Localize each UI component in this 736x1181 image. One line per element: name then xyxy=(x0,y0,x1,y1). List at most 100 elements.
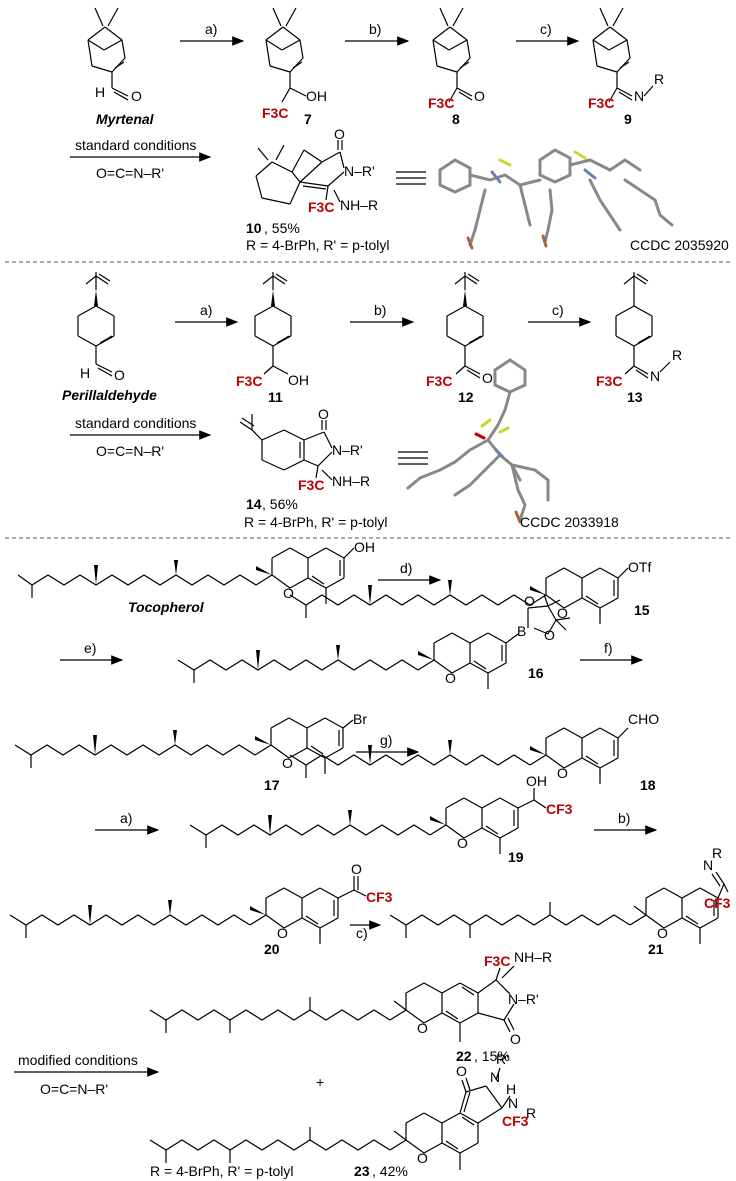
cf3-label-19: CF3 xyxy=(546,801,573,817)
o-label-8: O xyxy=(474,88,485,104)
o-label-21: O xyxy=(657,925,668,941)
boron-label: B xyxy=(517,623,526,639)
oh-label-19: OH xyxy=(526,773,547,789)
compound-23-label: 23 xyxy=(354,1163,370,1179)
tocopherol-label: Tocopherol xyxy=(128,599,205,615)
o-label-17: O xyxy=(282,755,293,771)
reagent-a-2: a) xyxy=(200,302,212,318)
r-definition-2: R = 4-BrPh, R' = p-tolyl xyxy=(244,514,388,530)
compound-16-label: 16 xyxy=(528,665,544,681)
o-label-18: O xyxy=(557,765,568,781)
compound-19-label: 19 xyxy=(508,849,524,865)
reagent-c-1: c) xyxy=(540,21,552,37)
tocopherol-structure xyxy=(17,547,355,604)
compound-8-label: 8 xyxy=(452,111,460,127)
reagent-f: f) xyxy=(604,640,613,656)
cf3-label-8: F3C xyxy=(428,95,454,111)
compound-14-structure xyxy=(239,414,333,481)
compound-21-structure xyxy=(389,871,729,944)
compound-18-label: 18 xyxy=(640,777,656,793)
o-label-16: O xyxy=(445,670,456,686)
n-label-23: N xyxy=(490,1069,500,1085)
r-definition-1: R = 4-BrPh, R' = p-tolyl xyxy=(246,237,390,253)
compound-20-structure xyxy=(9,876,367,944)
compound-21-label: 21 xyxy=(648,941,664,957)
reagent-b-3: b) xyxy=(618,810,630,826)
compound-10-label: 10 xyxy=(246,220,262,236)
cf3-label-13: F3C xyxy=(596,373,622,389)
nr-label-14: N–R' xyxy=(332,442,363,458)
compound-15-label: 15 xyxy=(634,602,650,618)
standard-conditions-1: standard conditions xyxy=(75,137,196,153)
reagent-d: d) xyxy=(400,560,412,576)
compound-23-structure xyxy=(149,1067,511,1170)
ccdc-1: CCDC 2035920 xyxy=(630,237,729,253)
cf3-label-12: F3C xyxy=(426,373,452,389)
compound-8-structure xyxy=(432,7,473,103)
cf3-label-21: CF3 xyxy=(704,895,731,911)
compound-12-structure xyxy=(446,272,484,379)
o-label-16a: O xyxy=(524,593,535,609)
reagent-c-3: c) xyxy=(356,925,368,941)
cf3-label-23: CF3 xyxy=(502,1113,529,1129)
xray-structure-1 xyxy=(438,148,674,250)
isocyanate-3: O=C=N–R' xyxy=(40,1081,108,1097)
compound-9-structure xyxy=(592,7,654,103)
compound-7-label: 7 xyxy=(304,111,312,127)
yield-23: , 42% xyxy=(372,1163,408,1179)
o-label-15: O xyxy=(557,605,568,621)
cf3-label-11: F3C xyxy=(236,373,262,389)
br-label: Br xyxy=(353,711,367,727)
compound-19-structure xyxy=(189,788,547,854)
otf-label: OTf xyxy=(628,559,651,575)
o-label-20: O xyxy=(351,861,362,877)
equivalence-symbol-2 xyxy=(398,451,428,465)
xray-structure-2 xyxy=(406,358,550,524)
compound-15-structure xyxy=(289,567,629,624)
myrtenal-label: Myrtenal xyxy=(96,111,155,127)
cf3-label-22: F3C xyxy=(484,953,510,969)
compound-22-label: 22 xyxy=(456,1048,472,1064)
compound-13-label: 13 xyxy=(627,389,643,405)
reagent-a-1: a) xyxy=(205,21,217,37)
yield-10: , 55% xyxy=(264,220,300,236)
cf3-label-14: F3C xyxy=(298,477,324,493)
compound-9-label: 9 xyxy=(624,111,632,127)
o-label-22: O xyxy=(510,1031,521,1047)
oh-label-7: OH xyxy=(306,88,327,104)
reagent-a-3: a) xyxy=(120,810,132,826)
reagent-b-1: b) xyxy=(369,21,381,37)
compound-17-label: 17 xyxy=(264,777,280,793)
o-label-toco: O xyxy=(283,585,294,601)
n-label-9: N xyxy=(634,88,644,104)
cf3-label-7: F3C xyxy=(262,105,288,121)
o-label-23: O xyxy=(456,1063,467,1079)
h-label-perill: H xyxy=(80,365,90,381)
plus-sign: + xyxy=(316,1074,324,1090)
n-label-13: N xyxy=(650,368,660,384)
o-ring-label-23: O xyxy=(417,1150,428,1166)
cf3-label-10: F3C xyxy=(308,199,334,215)
compound-20-label: 20 xyxy=(264,941,280,957)
reagent-g: g) xyxy=(380,732,392,748)
nh-label-23: H xyxy=(506,1081,516,1097)
compound-22-structure xyxy=(149,965,515,1042)
compound-13-structure xyxy=(615,272,671,379)
cf3-label-20: CF3 xyxy=(366,889,393,905)
n2-label-23: N xyxy=(508,1095,518,1111)
reagent-e: e) xyxy=(84,640,96,656)
cho-label: CHO xyxy=(628,711,659,727)
compound-16-structure xyxy=(177,593,571,689)
nhr-label-22: NH–R xyxy=(514,949,552,965)
compound-11-label: 11 xyxy=(268,389,283,405)
o-label-perill: O xyxy=(114,367,125,383)
myrtenal-structure: H O xyxy=(87,7,142,104)
ccdc-2: CCDC 2033918 xyxy=(520,514,619,530)
o-ring-label-22: O xyxy=(417,1020,428,1036)
nr-label-22: N–R' xyxy=(508,991,539,1007)
o-label-16b: O xyxy=(544,627,555,643)
compound-10-structure xyxy=(255,140,345,205)
r-prime-label-23: R' xyxy=(496,1051,509,1067)
reagent-b-2: b) xyxy=(374,302,386,318)
